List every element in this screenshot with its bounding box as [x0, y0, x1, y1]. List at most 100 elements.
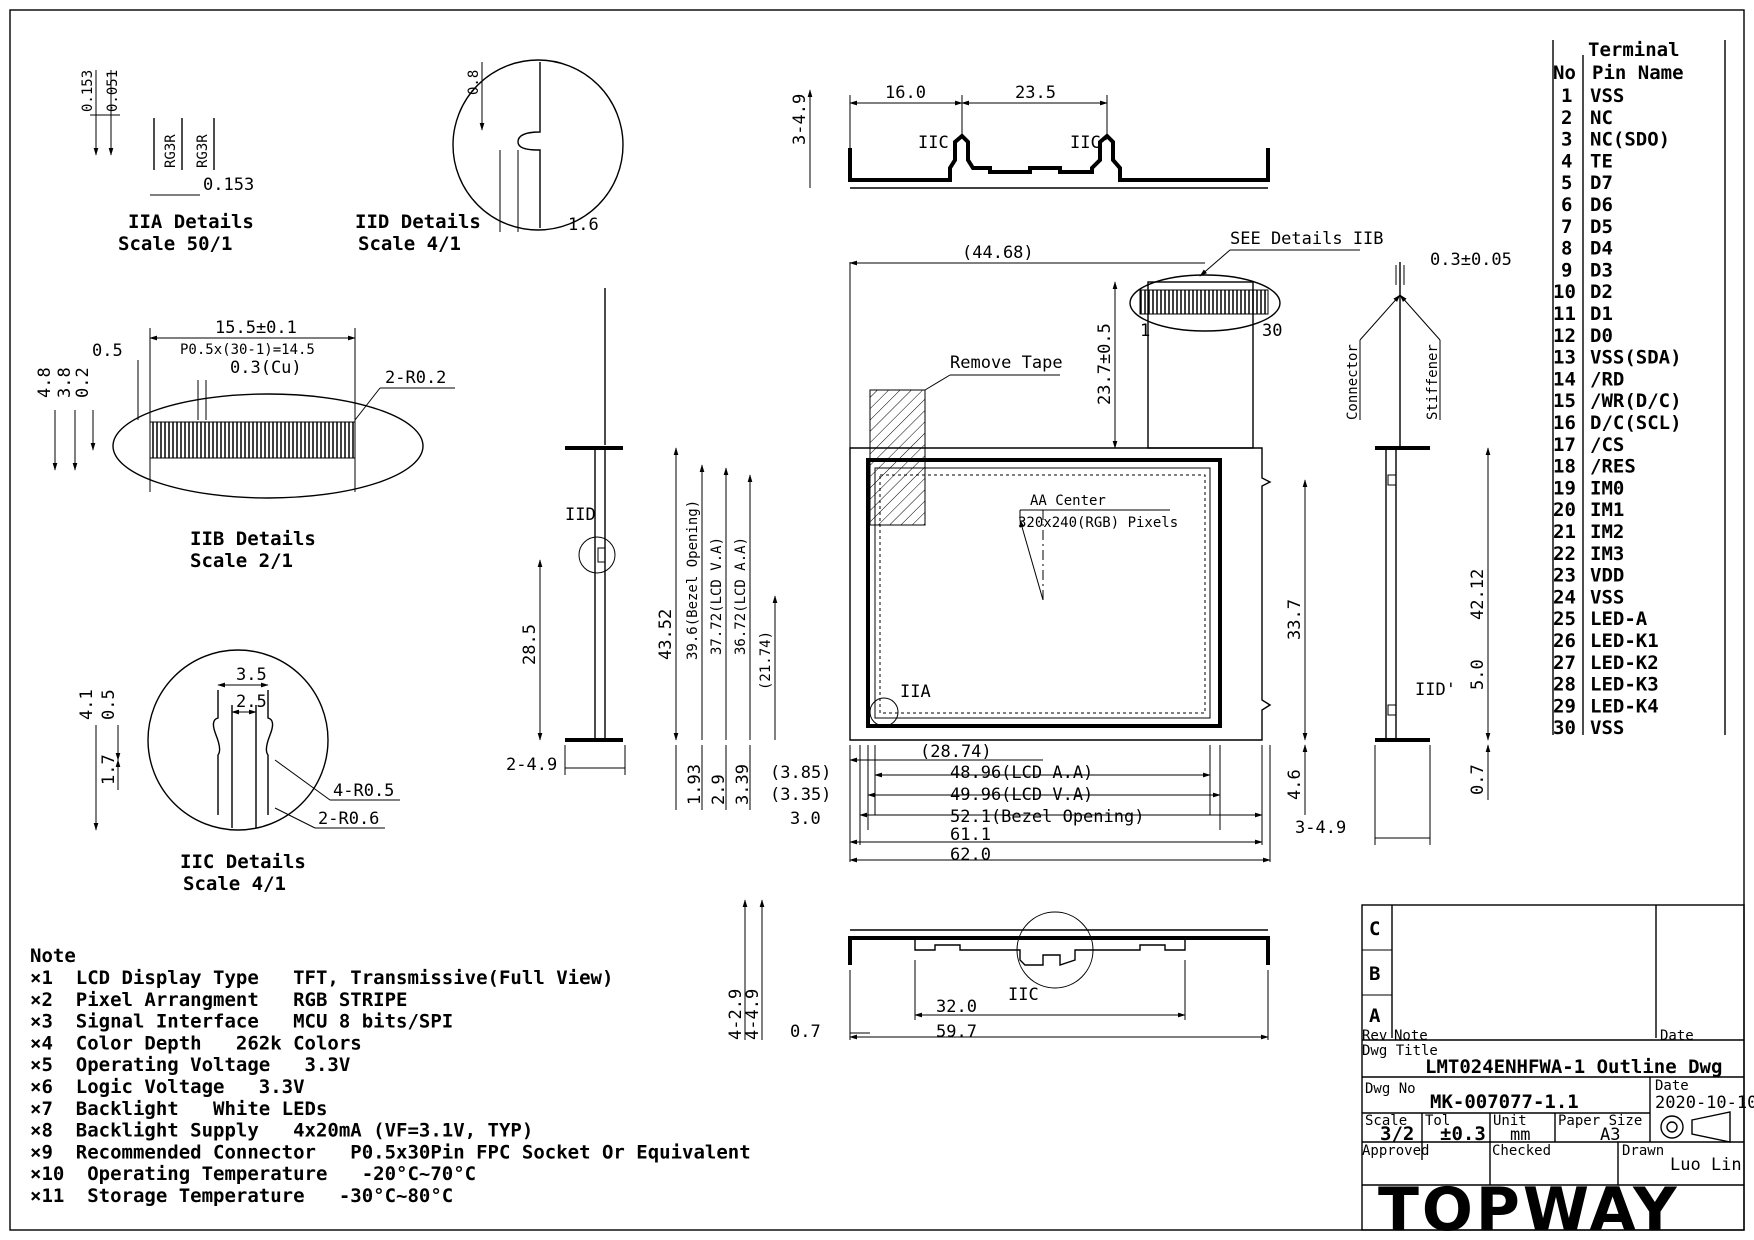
dim-h-4: 52.1(Bezel Opening)	[950, 807, 1144, 827]
detail-d: 0.8 1.6 IID Details Scale 4/1	[355, 59, 624, 255]
remove-tape-label: Remove Tape	[950, 353, 1063, 373]
dim-side-1: 28.5	[520, 624, 540, 665]
dim-v-6: 1.93	[685, 764, 705, 805]
pin-no: 10	[1553, 281, 1576, 303]
drawn-label: Drawn	[1622, 1143, 1664, 1159]
dim-b-2: P0.5x(30-1)=14.5	[180, 342, 315, 358]
dim-h-5: 61.1	[950, 825, 991, 845]
notes-title: Note	[30, 945, 76, 967]
pixels-label: 320x240(RGB) Pixels	[1018, 515, 1178, 531]
pin-name: D0	[1590, 325, 1613, 347]
detail-a-scale: Scale 50/1	[118, 233, 232, 255]
detail-d-title: IID Details	[355, 211, 481, 233]
pin-no: 2	[1561, 107, 1572, 129]
pin-no: 18	[1553, 456, 1576, 478]
dim-v-5: (21.74)	[758, 631, 774, 690]
dim-a-3: 0.153	[203, 175, 254, 195]
dim-hl-3: 3.0	[790, 809, 821, 829]
side-view-right: Connector Stiffener 0.3±0.05 IID' 33.7 4…	[1285, 250, 1512, 845]
detail-b: 15.5±0.1 P0.5x(30-1)=14.5 0.3(Cu) 0.5 4.…	[35, 318, 455, 572]
dim-d-1: 0.8	[466, 70, 482, 95]
dim-bot-5: 59.7	[936, 1022, 977, 1042]
pin-col-no: No	[1553, 62, 1576, 84]
pin-name: /WR(D/C)	[1590, 390, 1682, 412]
side-view-left: IID 28.5 2-4.9	[506, 288, 626, 775]
pin-no: 25	[1553, 608, 1576, 630]
dim-c-7: 2-R0.6	[318, 809, 379, 829]
see-details-b: SEE Details IIB	[1230, 229, 1384, 249]
pin-no: 6	[1561, 194, 1572, 216]
pin1-label: 1	[1140, 321, 1150, 341]
pin-no: 16	[1553, 412, 1576, 434]
note-item: ×8 Backlight Supply 4x20mA (VF=3.1V, TYP…	[30, 1120, 533, 1142]
date-header: Date	[1660, 1028, 1694, 1044]
pin-no: 27	[1553, 652, 1576, 674]
stiffener-label: Stiffener	[1425, 344, 1441, 420]
pin-name: IM1	[1590, 499, 1624, 521]
drawn-by: Luo Lin	[1670, 1155, 1742, 1175]
connector-label: Connector	[1345, 344, 1361, 420]
rev-header: Rev	[1362, 1028, 1387, 1044]
note-item: ×11 Storage Temperature -30°C~80°C	[30, 1185, 453, 1207]
dim-c-3: 4.1	[77, 689, 97, 720]
detail-c-scale: Scale 4/1	[183, 873, 286, 895]
dim-bot-2: 4-4.9	[743, 989, 763, 1040]
pin30-label: 30	[1262, 321, 1282, 341]
note-item: ×5 Operating Voltage 3.3V	[30, 1054, 350, 1076]
note-item: ×7 Backlight White LEDs	[30, 1098, 327, 1120]
dim-top-2: 16.0	[885, 83, 926, 103]
dim-r-5: 0.7	[1468, 764, 1488, 795]
pin-no: 21	[1553, 521, 1576, 543]
dim-c-5: 1.7	[99, 754, 119, 785]
pin-no: 13	[1553, 347, 1576, 369]
pin-name: LED-K1	[1590, 630, 1659, 652]
dim-r-6: 3-4.9	[1295, 818, 1346, 838]
pin-name: D5	[1590, 216, 1613, 238]
bottom-view: IIC 4-2.9 4-4.9 0.7 32.0 59.7	[726, 899, 1270, 1042]
dim-r-1: 33.7	[1285, 599, 1305, 640]
pin-name: VSS	[1590, 85, 1624, 107]
label-rg3r-2: RG3R	[195, 134, 211, 168]
pin-no: 4	[1561, 150, 1572, 172]
dim-bot-4: 32.0	[936, 997, 977, 1017]
pin-no: 7	[1561, 216, 1572, 238]
dwg-no-label: Dwg No	[1365, 1081, 1416, 1097]
dim-r-4: 5.0	[1468, 659, 1488, 690]
note-item: ×4 Color Depth 262k Colors	[30, 1032, 362, 1054]
dim-b-5: 4.8	[35, 367, 55, 398]
pin-name: /CS	[1590, 434, 1624, 456]
pin-no: 1	[1561, 85, 1572, 107]
dim-hl-2: (3.35)	[770, 785, 831, 805]
dim-v-7: 2.9	[709, 774, 729, 805]
dim-bot-1: 4-2.9	[726, 989, 746, 1040]
dim-b-4: 0.5	[92, 341, 123, 361]
pin-no: 24	[1553, 586, 1576, 608]
pin-no: 28	[1553, 674, 1576, 696]
pin-name: D4	[1590, 238, 1613, 260]
pin-name: D7	[1590, 172, 1613, 194]
ref-side-d2: IID'	[1415, 680, 1456, 700]
dim-v-4: 36.72(LCD A.A)	[733, 537, 749, 655]
dim-side-2: 2-4.9	[506, 755, 557, 775]
dim-v-8: 3.39	[733, 764, 753, 805]
checked-label: Checked	[1492, 1143, 1551, 1159]
tol-label: Tol	[1425, 1113, 1450, 1129]
dim-r-2: 4.6	[1285, 769, 1305, 800]
pin-no: 30	[1553, 717, 1576, 739]
detail-d-scale: Scale 4/1	[358, 233, 461, 255]
pin-name: /RES	[1590, 456, 1636, 478]
dim-h-3: 49.96(LCD V.A)	[950, 785, 1093, 805]
pin-name: D/C(SCL)	[1590, 412, 1682, 434]
pin-name: LED-K3	[1590, 674, 1659, 696]
date-value: 2020-10-10	[1655, 1093, 1754, 1113]
rev-row-a: A	[1369, 1005, 1381, 1027]
dim-top-3: 23.5	[1015, 83, 1056, 103]
top-view: 3-4.9 16.0 23.5 IIC IIC'	[790, 83, 1270, 189]
dim-b-3: 0.3(Cu)	[230, 358, 302, 378]
dim-b-1: 15.5±0.1	[215, 318, 297, 338]
unit-value: mm	[1510, 1125, 1530, 1145]
scale-value: 3/2	[1380, 1123, 1414, 1145]
detail-b-scale: Scale 2/1	[190, 550, 293, 572]
topway-logo: TOPWAY	[1378, 1175, 1680, 1240]
